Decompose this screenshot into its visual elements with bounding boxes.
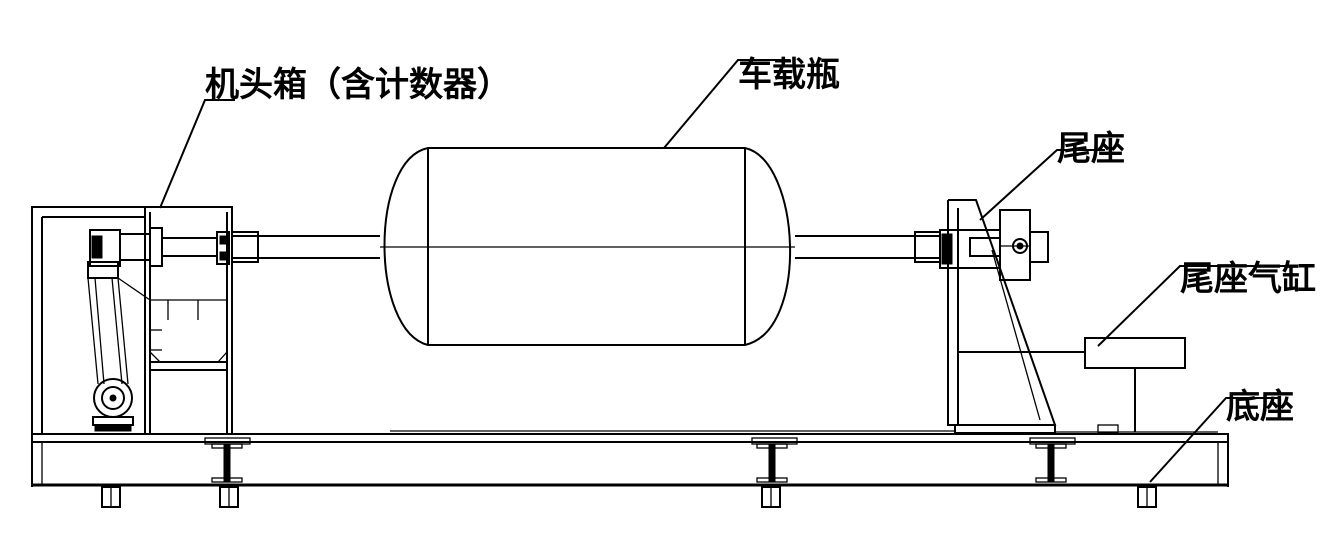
support-beams <box>211 443 1067 483</box>
tailstock <box>939 199 1057 434</box>
tailstock-cylinder <box>958 337 1218 434</box>
belt-drive <box>87 277 151 385</box>
gear-assembly <box>87 227 230 279</box>
base-frame <box>31 430 1229 508</box>
label-headstock: 机头箱（含计数器） <box>205 65 511 105</box>
leader-lines <box>159 59 1290 483</box>
headstock <box>31 206 233 435</box>
bottle <box>380 147 795 346</box>
label-base: 底座 <box>1226 387 1294 427</box>
label-bottle: 车载瓶 <box>738 55 840 95</box>
base-feet <box>101 486 1157 508</box>
spindle-shaft <box>231 231 941 263</box>
motor <box>92 378 134 432</box>
